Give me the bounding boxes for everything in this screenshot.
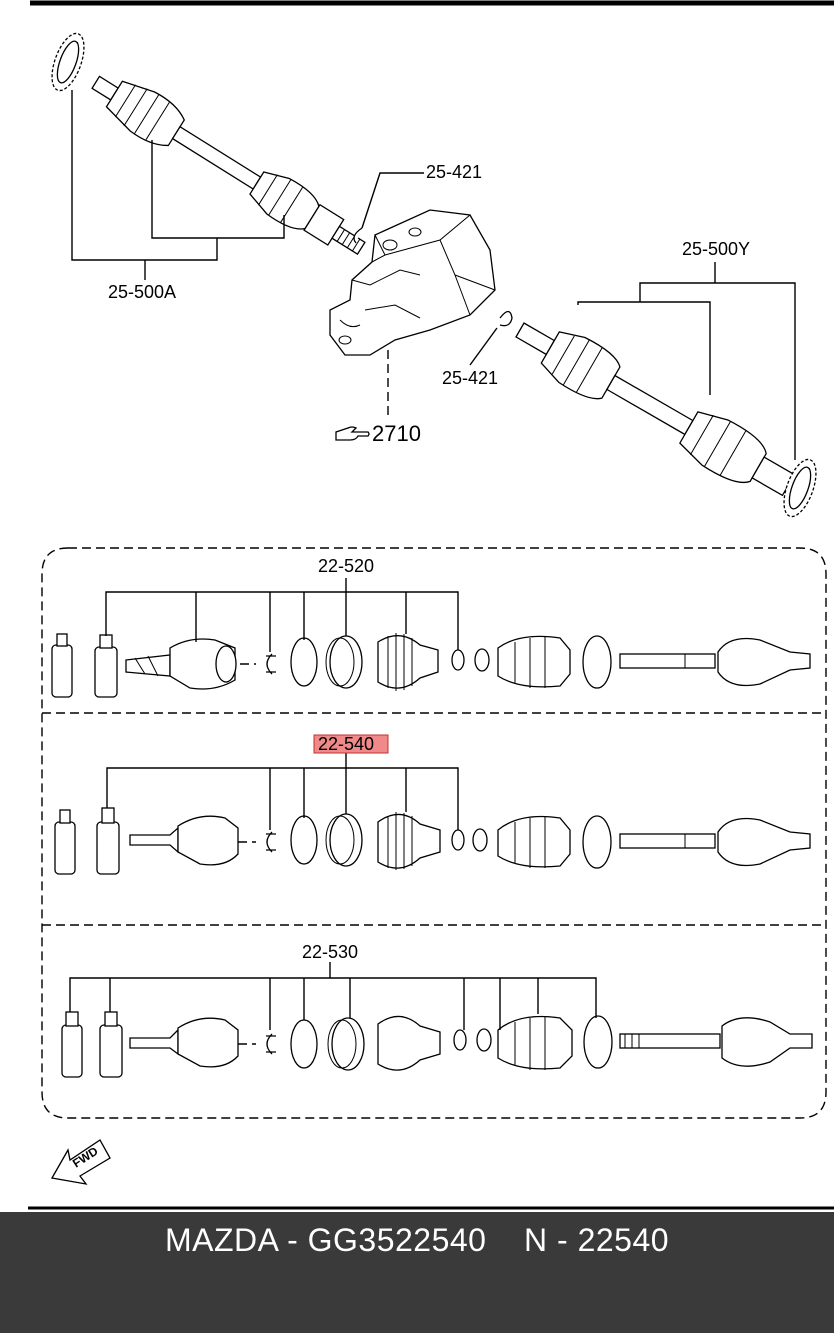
label-25-421-top: 25-421 [426, 162, 482, 182]
clip-bottom [469, 310, 513, 366]
label-22-540: 22-540 [318, 734, 374, 754]
right-drive-shaft [515, 262, 817, 518]
left-tone-ring [51, 32, 85, 92]
footer-bar: MAZDA - GG3522540 N - 22540 [0, 1212, 834, 1333]
label-25-421-bottom: 25-421 [442, 368, 498, 388]
label-22-530: 22-530 [302, 942, 358, 962]
kit-row-22-520 [51, 578, 811, 698]
right-tone-ring [783, 458, 817, 518]
left-drive-shaft [51, 32, 366, 280]
differential-housing [329, 209, 496, 356]
kit-row-22-540 [54, 752, 811, 875]
label-25-500a: 25-500A [108, 282, 176, 302]
clip-top [353, 172, 424, 244]
highlight-22-540 [313, 734, 389, 754]
parts-diagram: 25-500A 25-421 2710 25-421 [28, 0, 834, 1210]
fwd-arrow-icon: FWD [50, 1139, 111, 1185]
label-25-500y: 25-500Y [682, 239, 750, 259]
hand-pointer-icon [335, 426, 370, 441]
label-22-520: 22-520 [318, 556, 374, 576]
part-number-caption: MAZDA - GG3522540 N - 22540 [164, 1222, 670, 1258]
label-2710: 2710 [372, 421, 421, 446]
kit-row-22-530 [61, 962, 813, 1078]
kit-frame [41, 547, 827, 1119]
